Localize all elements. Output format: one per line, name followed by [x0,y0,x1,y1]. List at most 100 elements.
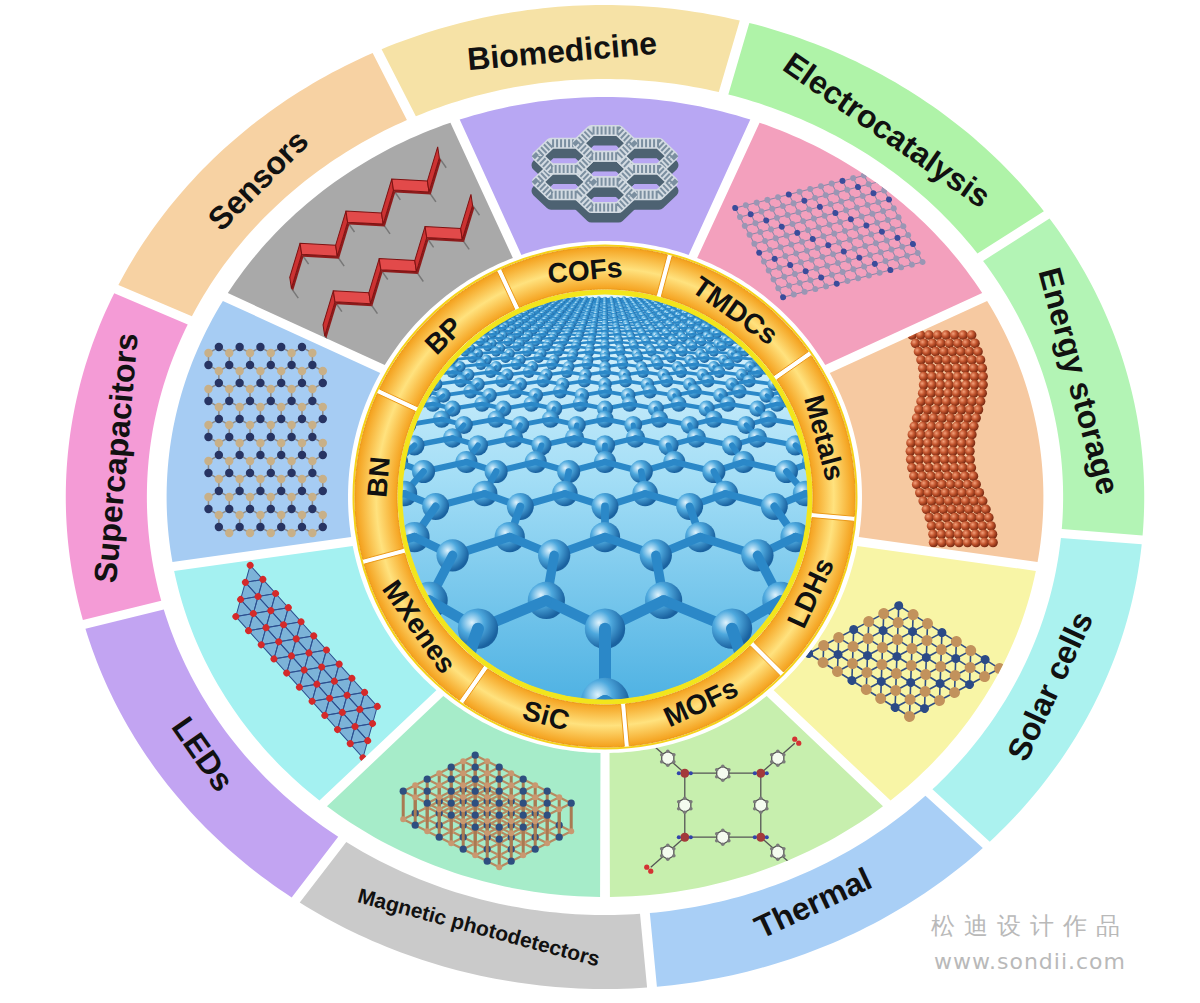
metal-sheet-illustration [920,480,930,490]
lattice-illustration [877,249,884,256]
bn-illustration [215,379,223,387]
lattice-illustration [758,208,765,215]
lattice-illustration [820,233,827,240]
bn-illustration [308,493,316,501]
bn-illustration [298,487,306,495]
bn-illustration [287,457,295,465]
ldh-illustration [963,660,978,675]
ldh-illustration [859,682,874,697]
bn-illustration [225,349,233,357]
metal-sheet-illustration [969,496,979,506]
sic-illustration [520,812,527,819]
bn-illustration [319,451,327,459]
bn-illustration [287,421,295,429]
bn-illustration [204,433,212,441]
metal-sheet-illustration [970,380,980,390]
metal-sheet-illustration [956,505,966,515]
lattice-illustration [919,259,926,266]
lattice-illustration [818,183,825,190]
lattice-illustration [746,231,753,238]
lattice-illustration [898,264,905,271]
metal-sheet-illustration [981,505,991,515]
lattice-illustration [790,291,797,298]
mof-illustration [689,800,693,804]
lattice-illustration [855,275,862,282]
lattice-illustration [834,260,841,267]
lattice-illustration [879,228,886,235]
lattice-illustration [875,199,882,206]
lattice-illustration [732,205,739,212]
lattice-illustration [762,238,769,245]
bn-illustration [246,385,254,393]
mof-illustration [660,760,664,764]
ldh-illustration [905,676,917,688]
sic-illustration [436,770,442,776]
mof-illustration [677,800,681,804]
mxene-illustration [245,560,255,570]
lattice-illustration [792,271,799,278]
mxene-illustration [360,688,370,698]
mof-illustration [677,807,681,811]
mof-illustration [680,769,689,778]
metal-sheet-illustration [944,372,954,382]
metal-sheet-illustration [952,422,962,432]
metal-sheet-illustration [923,438,933,448]
lattice-illustration [780,203,787,210]
sic-illustration [436,782,442,788]
mxene-illustration [304,648,314,658]
metal-sheet-illustration [974,405,984,415]
mof-illustration [721,778,725,782]
lattice-illustration [767,247,774,254]
bn-illustration [267,361,275,369]
mof-illustration [662,751,674,765]
metal-sheet-illustration [965,455,975,465]
metal-sheet-illustration [916,463,926,473]
mof-illustration [715,775,719,779]
mxene-illustration [291,634,301,644]
lattice-illustration [765,267,772,274]
bn-illustration [225,469,233,477]
mof-illustration [717,830,729,844]
sic-illustration [532,782,538,788]
sic-illustration [570,803,573,831]
lattice-illustration [770,276,777,283]
metal-sheet-illustration [916,397,926,407]
ldh-illustration [848,623,860,635]
sic-illustration [484,818,490,824]
sic-illustration [460,794,466,800]
ldh-illustration [846,674,858,686]
metal-sheet-illustration [956,347,966,357]
lattice-illustration [811,215,818,222]
mof-illustration [660,847,664,851]
metal-sheet-illustration [926,471,936,481]
lattice-illustration [812,195,819,202]
metal-sheet-illustration [933,513,943,523]
lattice-illustration [908,261,915,268]
ldh-illustration [932,693,947,708]
ldh-illustration [889,666,904,681]
mof-illustration [772,845,784,859]
metal-sheet-illustration [971,538,981,548]
bn-illustration [267,397,275,405]
metal-sheet-illustration [950,397,960,407]
image-wedge [830,301,1044,562]
bn-illustration [256,343,264,351]
bn-illustration [246,349,254,357]
ldh-illustration [893,600,905,612]
metal-sheet-illustration [942,355,952,365]
metal-sheet-illustration [933,355,943,365]
bn-illustration [267,469,275,477]
mxene-illustration [320,711,330,721]
mof-illustration [753,835,757,839]
metal-sheet-illustration [911,339,921,349]
ldh-illustration [934,677,946,689]
mxene-illustration [282,668,292,678]
mxene-illustration [350,734,374,758]
mof-illustration [776,857,780,861]
mof-illustration [796,741,801,746]
bn-illustration [204,385,212,393]
lattice-illustration [859,193,866,200]
metal-sheet-illustration [967,463,977,473]
metal-sheet-illustration [914,455,924,465]
metal-sheet-illustration [915,438,925,448]
